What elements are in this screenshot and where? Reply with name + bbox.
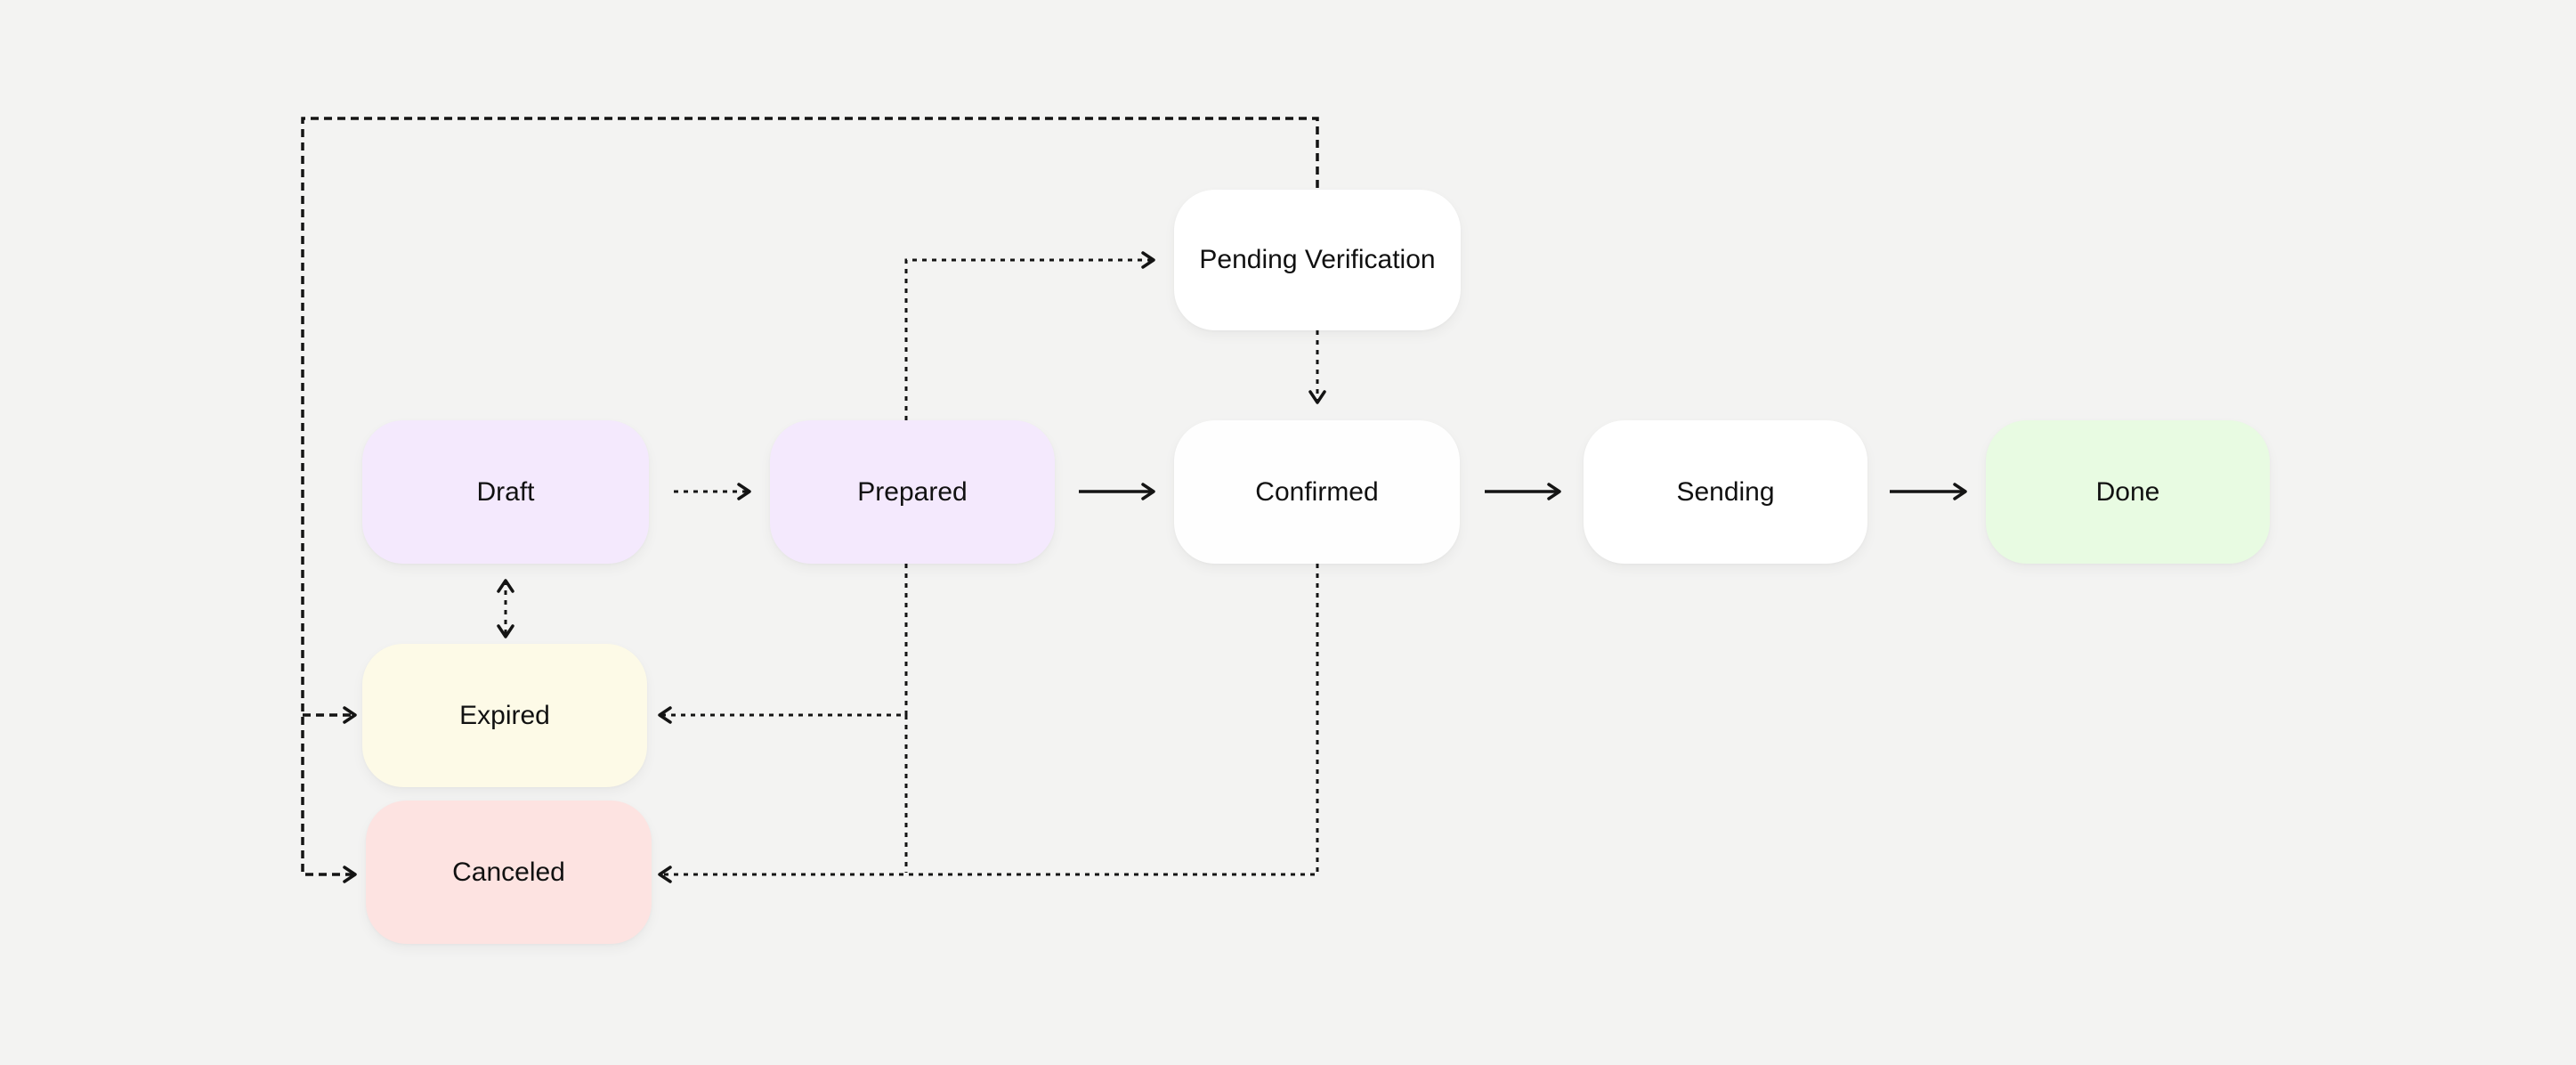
edge-pending-verification-loop [301,117,1319,883]
node-pending-verification: Pending Verification [1174,190,1461,330]
node-sending: Sending [1584,420,1867,564]
node-prepared: Prepared [770,420,1055,564]
edge-prepared-to-pending-verification [904,251,1155,420]
node-confirmed: Confirmed [1174,420,1460,564]
edge-prepared-to-expired [658,564,908,724]
edge-confirmed-to-canceled [658,564,1319,883]
node-draft: Draft [362,420,649,564]
node-done: Done [1986,420,2270,564]
node-canceled: Canceled [366,801,652,944]
node-expired: Expired [362,644,647,787]
